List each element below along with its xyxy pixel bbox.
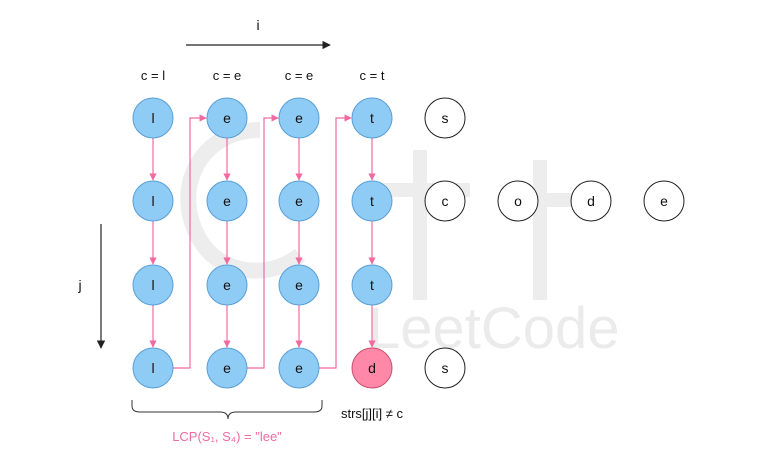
char-node-c3-r2-char: e — [295, 193, 303, 209]
char-node-c3-r2: e — [278, 180, 320, 222]
watermark-logo-icon — [180, 122, 306, 279]
char-node-c1-r3: l — [132, 264, 174, 306]
next-column-arrow-3 — [319, 114, 352, 369]
char-node-c2-r3: e — [206, 264, 248, 306]
axis-i-label: i — [256, 17, 259, 33]
char-node-c2-r1-circle — [206, 97, 248, 139]
lcp-result-label: LCP(S₁, S₄) = "lee" — [172, 429, 282, 444]
next-column-arrow-2 — [247, 114, 279, 369]
character-grid: l l l l e e e e e e e e t t t d s c o d e s — [132, 97, 685, 389]
char-node-c1-r1-circle — [132, 97, 174, 139]
char-node-c1-r2-circle — [132, 180, 174, 222]
tail-node-row2-2-circle — [497, 180, 539, 222]
char-node-c4-r2-circle — [351, 180, 393, 222]
char-node-c3-r3: e — [278, 264, 320, 306]
tail-node-row4-1-char: s — [442, 360, 449, 376]
char-node-c4-r1: t — [351, 97, 393, 139]
char-node-c3-r1-char: e — [295, 110, 303, 126]
char-node-c2-r4-circle — [206, 347, 248, 389]
column-headers: c = l c = e c = e c = t — [141, 68, 385, 83]
mismatch-node-char: d — [368, 360, 376, 376]
char-node-c2-r2: e — [206, 180, 248, 222]
mismatch-node-circle — [351, 347, 393, 389]
char-node-c4-r3-char: t — [370, 277, 374, 293]
lcp-brace — [131, 400, 323, 420]
watermark-text: LeetCode — [368, 296, 620, 361]
char-node-c3-r1: e — [278, 97, 320, 139]
char-node-c1-r4-circle — [132, 347, 174, 389]
char-node-c2-r4-char: e — [223, 360, 231, 376]
tail-node-row2-3-char: d — [587, 193, 595, 209]
char-node-c2-r3-circle — [206, 264, 248, 306]
tail-node-row2-3: d — [570, 180, 612, 222]
tail-node-row2-1: c — [424, 180, 466, 222]
char-node-c2-r4: e — [206, 347, 248, 389]
char-node-c3-r3-char: e — [295, 277, 303, 293]
char-node-c3-r4: e — [278, 347, 320, 389]
char-node-c3-r2-circle — [278, 180, 320, 222]
char-node-c1-r1: l — [132, 97, 174, 139]
char-node-c3-r4-circle — [278, 347, 320, 389]
tail-node-row1-1-char: s — [442, 110, 449, 126]
axis-j-label: j — [77, 277, 81, 293]
watermark-logo: LeetCode — [180, 122, 620, 361]
char-node-c1-r4: l — [132, 347, 174, 389]
tail-node-row4-1: s — [424, 347, 466, 389]
char-node-c4-r1-char: t — [370, 110, 374, 126]
tail-node-row2-2: o — [497, 180, 539, 222]
mismatch-node: d — [351, 347, 393, 389]
char-node-c3-r3-circle — [278, 264, 320, 306]
char-node-c2-r2-circle — [206, 180, 248, 222]
tail-node-row2-1-circle — [424, 180, 466, 222]
column-header-4: c = t — [360, 68, 385, 83]
tail-node-row2-1-char: c — [442, 193, 449, 209]
char-node-c4-r3-circle — [351, 264, 393, 306]
char-node-c3-r4-char: e — [295, 360, 303, 376]
char-node-c4-r2-char: t — [370, 193, 374, 209]
char-node-c3-r1-circle — [278, 97, 320, 139]
tail-node-row1-1: s — [424, 97, 466, 139]
column-header-2: c = e — [213, 68, 242, 83]
char-node-c1-r1-char: l — [151, 110, 154, 126]
tail-node-row2-4: e — [643, 180, 685, 222]
tail-node-row2-4-char: e — [660, 193, 668, 209]
char-node-c1-r3-char: l — [151, 277, 154, 293]
char-node-c4-r2: t — [351, 180, 393, 222]
char-node-c1-r3-circle — [132, 264, 174, 306]
watermark-glyph-icon — [380, 150, 600, 300]
column-header-1: c = l — [141, 68, 165, 83]
char-node-c2-r2-char: e — [223, 193, 231, 209]
next-column-arrow-1 — [173, 114, 207, 369]
char-node-c4-r3: t — [351, 264, 393, 306]
char-node-c1-r2: l — [132, 180, 174, 222]
tail-node-row4-1-circle — [424, 347, 466, 389]
tail-node-row1-1-circle — [424, 97, 466, 139]
char-node-c1-r2-char: l — [151, 193, 154, 209]
char-node-c2-r1: e — [206, 97, 248, 139]
char-node-c4-r1-circle — [351, 97, 393, 139]
char-node-c2-r3-char: e — [223, 277, 231, 293]
tail-node-row2-4-circle — [643, 180, 685, 222]
tail-node-row2-2-char: o — [514, 193, 522, 209]
tail-node-row2-3-circle — [570, 180, 612, 222]
scan-arrows — [149, 114, 376, 369]
char-node-c2-r1-char: e — [223, 110, 231, 126]
char-node-c1-r4-char: l — [151, 360, 154, 376]
column-header-3: c = e — [285, 68, 314, 83]
mismatch-annotation: strs[j][i] ≠ c — [341, 406, 404, 421]
